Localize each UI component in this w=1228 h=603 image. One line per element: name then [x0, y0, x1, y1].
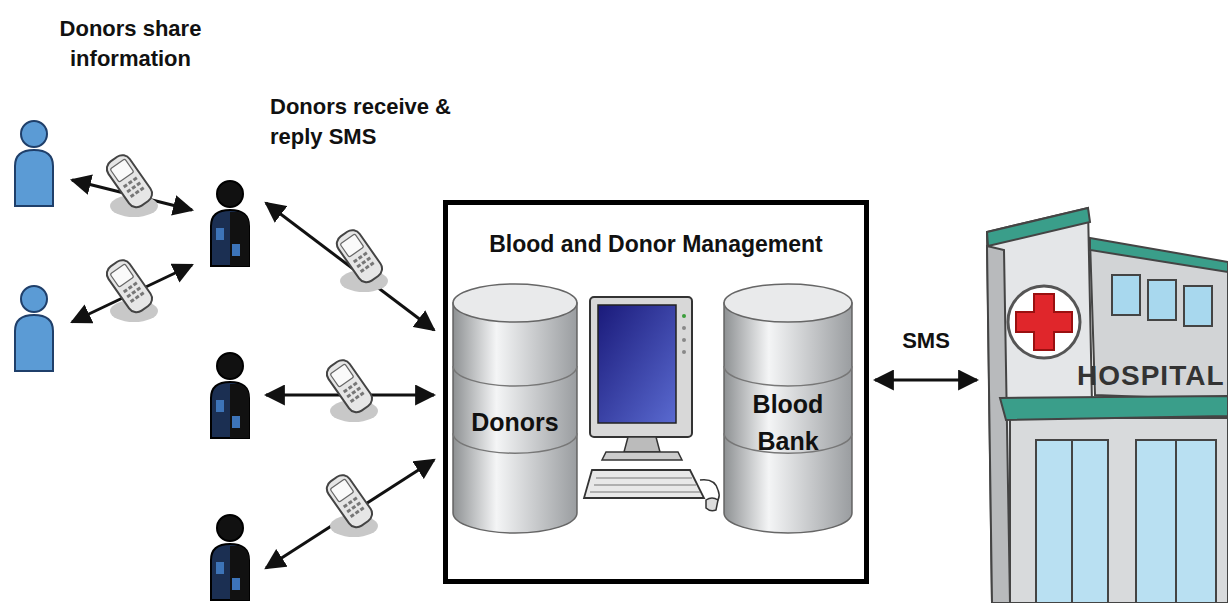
computer-icon	[584, 297, 719, 511]
database-label: Blood Bank	[729, 386, 847, 461]
cylinder-outline	[452, 283, 578, 533]
building-sign: HOSPITAL	[1077, 355, 1224, 397]
box-title: Blood and Donor Management	[448, 227, 864, 262]
donor-icons	[15, 121, 249, 600]
management-box: Blood and Donor ManagementDonors Blood Ba…	[443, 200, 869, 584]
database-cylinder: Donors	[452, 283, 578, 533]
connector-label: SMS	[900, 328, 952, 354]
database-label: Donors	[471, 404, 559, 442]
sms-connector	[875, 379, 977, 382]
phone-icons	[103, 152, 388, 537]
hospital-node: HOSPITAL	[985, 205, 1228, 603]
sms-lines	[72, 180, 434, 568]
caption-text: Donors share information	[48, 14, 213, 73]
caption-text: Donors receive & reply SMS	[270, 92, 470, 151]
hospital-building	[987, 208, 1228, 603]
database-cylinder: Blood Bank	[723, 283, 853, 533]
